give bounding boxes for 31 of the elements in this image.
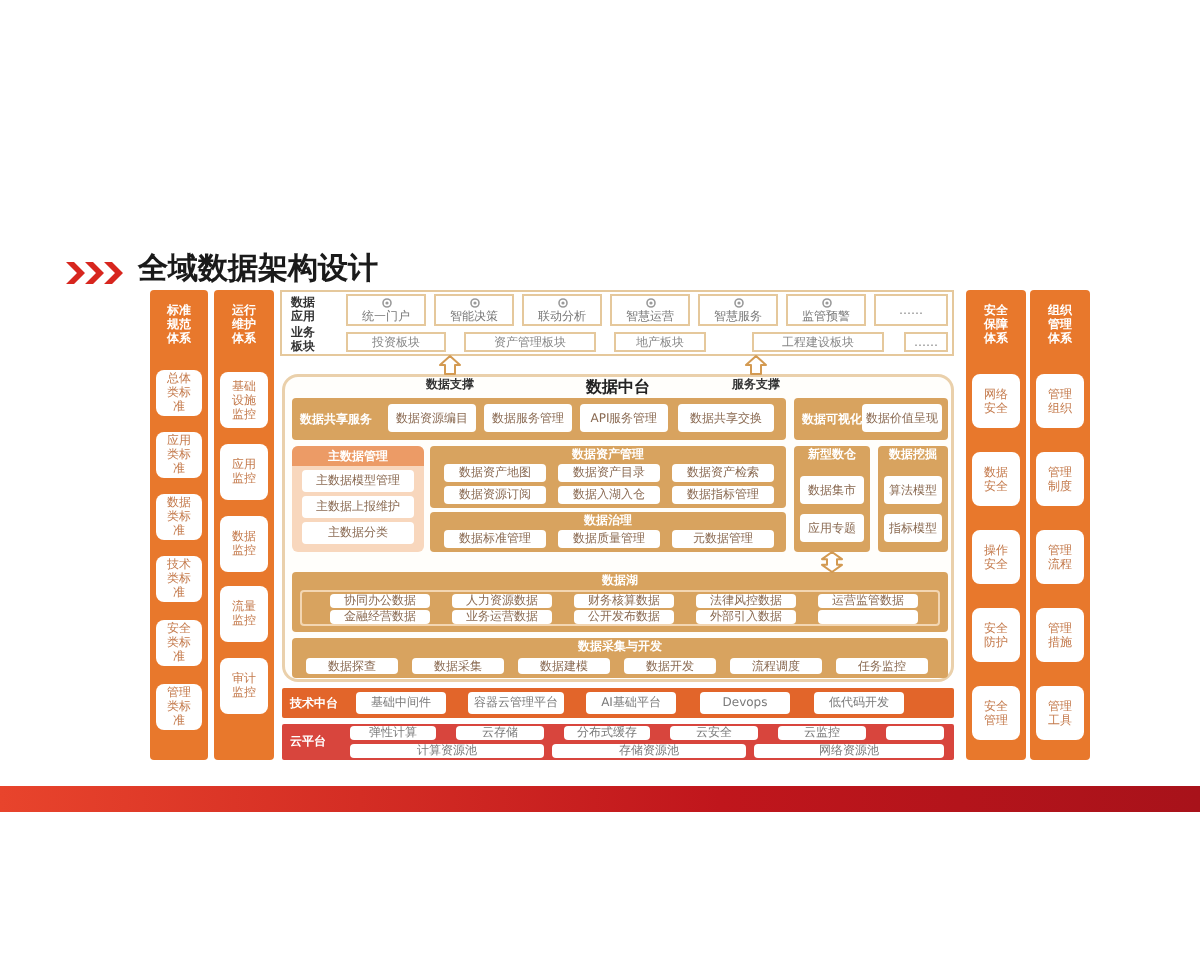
app-box bbox=[346, 294, 426, 326]
layer-band bbox=[430, 512, 786, 552]
app-box bbox=[522, 294, 602, 326]
layer-band bbox=[794, 446, 870, 552]
inner-frame bbox=[300, 590, 940, 626]
layer-band bbox=[292, 638, 948, 678]
app-box bbox=[786, 294, 866, 326]
diagram-title: 全域数据架构设计 bbox=[138, 252, 378, 286]
column-panel bbox=[150, 290, 208, 760]
column-panel bbox=[966, 290, 1026, 760]
application-frame bbox=[280, 290, 954, 356]
blank-box bbox=[818, 610, 918, 624]
layer-band bbox=[794, 398, 948, 440]
app-box bbox=[610, 294, 690, 326]
layer-band bbox=[292, 446, 424, 552]
layer-band bbox=[282, 724, 954, 760]
layer-band bbox=[282, 688, 954, 718]
layer-band bbox=[878, 446, 948, 552]
app-box bbox=[698, 294, 778, 326]
app-box bbox=[434, 294, 514, 326]
block-arrow bbox=[821, 551, 843, 573]
blank-box bbox=[886, 726, 944, 740]
column-panel bbox=[214, 290, 274, 760]
platform-title: 数据中台 bbox=[586, 378, 650, 396]
block-arrow bbox=[439, 355, 461, 375]
column-panel bbox=[1030, 290, 1090, 760]
block-arrow bbox=[745, 355, 767, 375]
layer-band bbox=[430, 446, 786, 508]
layer-band bbox=[292, 572, 948, 632]
platform-frame bbox=[282, 374, 954, 682]
layer-band bbox=[292, 398, 786, 440]
